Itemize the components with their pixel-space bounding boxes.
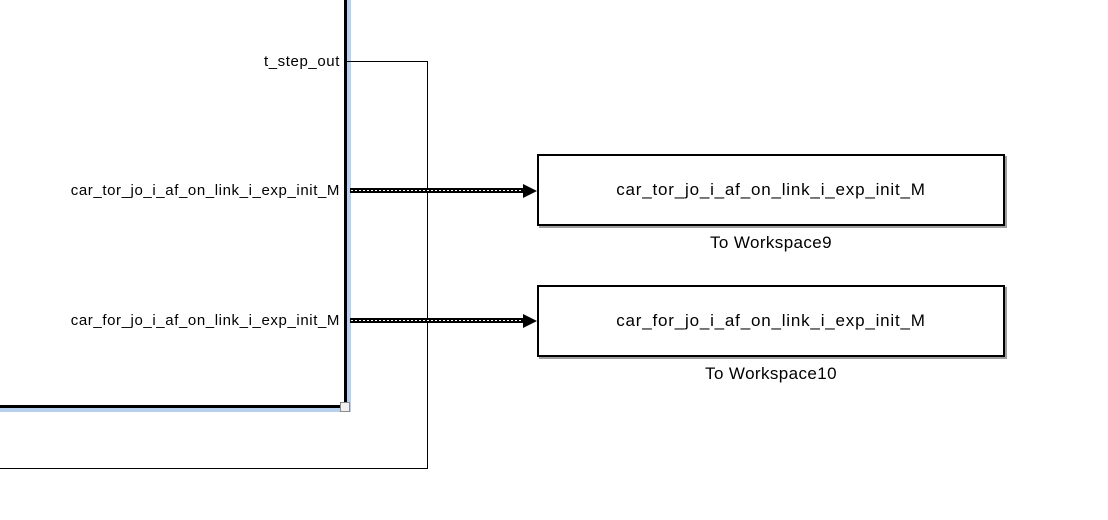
to-workspace10-name-label[interactable]: To Workspace10 xyxy=(705,364,837,383)
to-workspace10-block[interactable]: car_for_jo_i_af_on_link_i_exp_init_M xyxy=(537,285,1005,357)
resize-handle[interactable] xyxy=(340,402,350,412)
arrowhead-icon xyxy=(523,184,537,198)
arrowhead-icon xyxy=(523,314,537,328)
block-variable-label: car_for_jo_i_af_on_link_i_exp_init_M xyxy=(616,311,926,330)
t-step-out-wire-segment-bottom[interactable] xyxy=(0,468,428,469)
t-step-out-wire-segment-vertical[interactable] xyxy=(427,61,428,469)
to-workspace9-block[interactable]: car_tor_jo_i_af_on_link_i_exp_init_M xyxy=(537,154,1005,226)
signal-wire-car-for[interactable] xyxy=(350,318,524,323)
block-variable-label: car_tor_jo_i_af_on_link_i_exp_init_M xyxy=(616,180,926,199)
selection-highlight-right xyxy=(347,0,351,412)
subsystem-border-bottom xyxy=(0,405,347,408)
t-step-out-wire-segment-top[interactable] xyxy=(347,61,427,62)
output-port-label-t-step-out: t_step_out xyxy=(263,53,340,70)
subsystem-block[interactable] xyxy=(0,0,344,405)
selection-highlight-bottom xyxy=(0,408,351,412)
signal-wire-car-tor[interactable] xyxy=(350,188,524,193)
subsystem-border-right xyxy=(344,0,347,408)
to-workspace9-name-label[interactable]: To Workspace9 xyxy=(709,233,833,252)
output-port-label-car-for: car_for_jo_i_af_on_link_i_exp_init_M xyxy=(70,312,340,329)
output-port-label-car-tor: car_tor_jo_i_af_on_link_i_exp_init_M xyxy=(70,182,340,199)
